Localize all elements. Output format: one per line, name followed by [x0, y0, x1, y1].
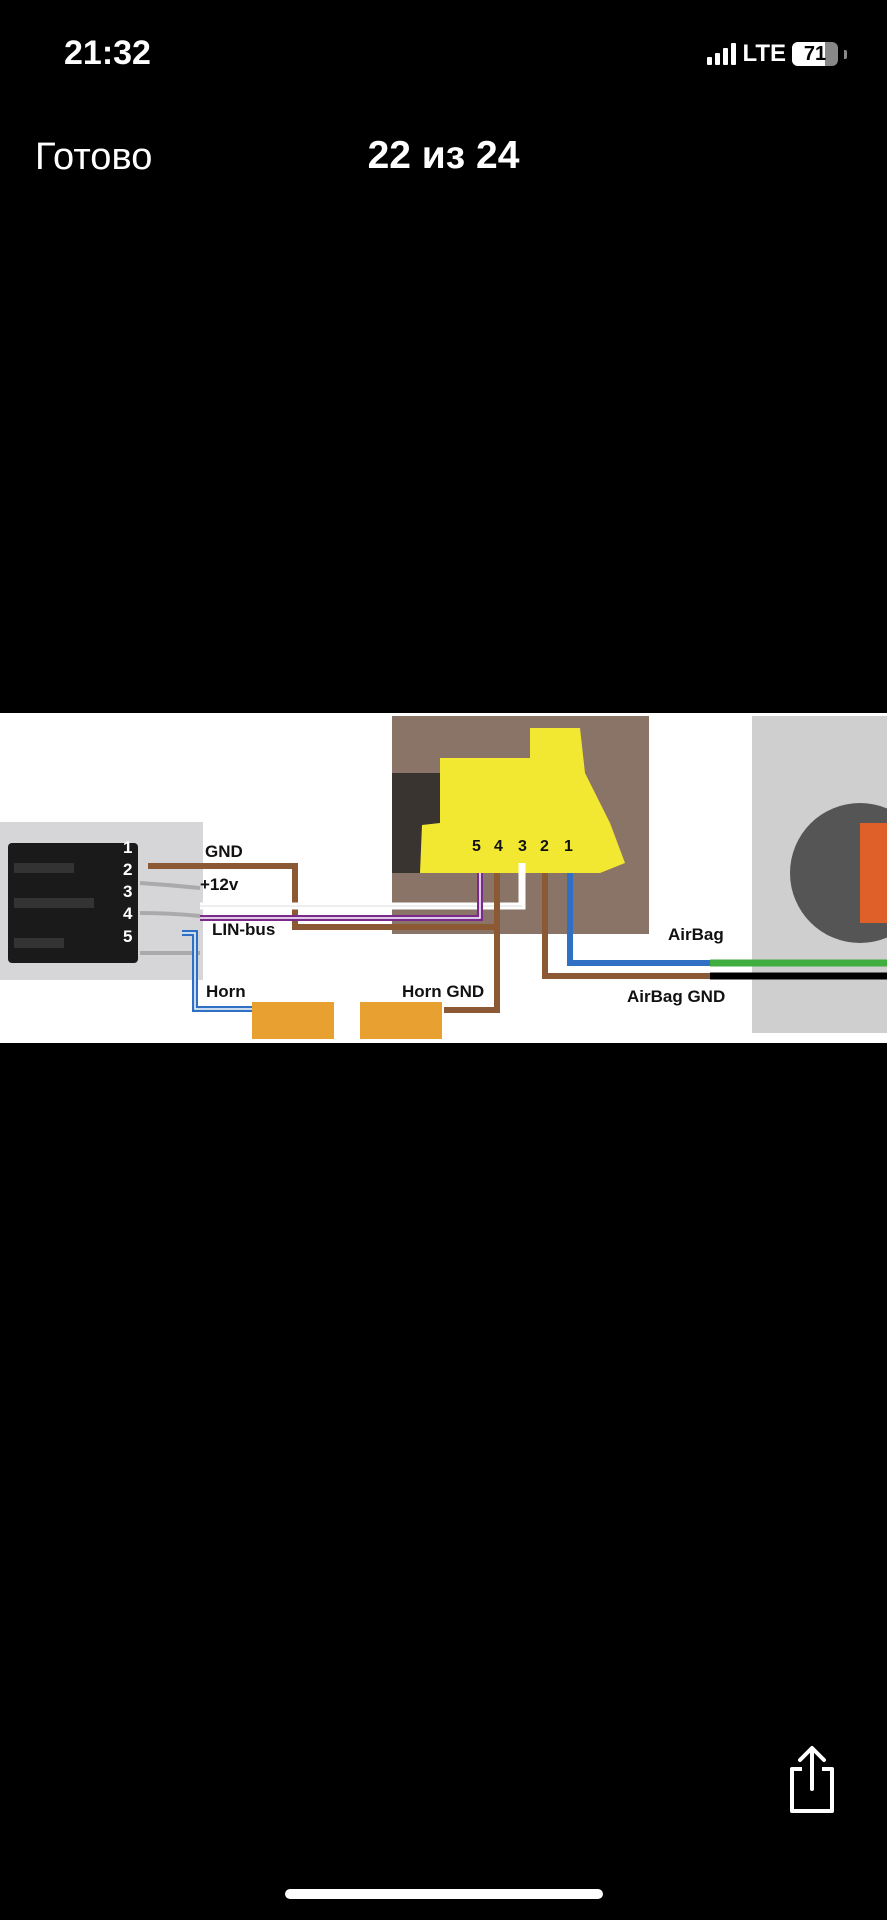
image-counter: 22 из 24 — [367, 134, 520, 177]
diagram-shape: 5 4 3 2 1 — [472, 838, 573, 855]
horn-contact-1 — [252, 1002, 334, 1039]
diagram-shape — [542, 873, 710, 979]
diagram-shape — [200, 873, 481, 919]
share-icon[interactable] — [784, 1745, 840, 1815]
diagram-shape — [860, 823, 887, 923]
label-lin-bus: LIN-bus — [212, 920, 275, 939]
right-pin-4: 4 — [494, 838, 503, 855]
home-indicator[interactable] — [285, 1889, 603, 1899]
label-airbag: AirBag — [668, 925, 724, 944]
wiring-diagram-image: 1 2 3 4 5 5 4 3 2 1 GND +12v LIN-bus Hor… — [0, 713, 887, 1043]
battery-level: 71 — [803, 43, 827, 65]
yellow-connector — [420, 728, 625, 873]
diagram-shape: GND +12v LIN-bus Horn Horn GND AirBag Ai… — [200, 842, 725, 1006]
diagram-shape — [14, 863, 74, 873]
diagram-shape: 1 2 3 4 5 — [123, 838, 133, 946]
diagram-shape — [14, 898, 94, 908]
done-button[interactable]: Готово — [35, 136, 153, 178]
diagram-shape — [444, 873, 500, 1013]
right-pin-2: 2 — [540, 838, 549, 855]
signal-icon — [707, 43, 737, 65]
left-pin-5: 5 — [123, 927, 132, 946]
diagram-shape — [148, 863, 497, 930]
diagram-shape — [567, 873, 710, 966]
label-12v: +12v — [200, 875, 239, 894]
label-airbag-gnd: AirBag GND — [627, 987, 725, 1006]
left-pin-3: 3 — [123, 882, 132, 901]
status-indicators: LTE 71 — [707, 40, 847, 68]
label-gnd: GND — [205, 842, 243, 861]
right-pin-5: 5 — [472, 838, 481, 855]
right-pin-3: 3 — [518, 838, 527, 855]
horn-contact-2 — [360, 1002, 442, 1039]
left-pin-4: 4 — [123, 904, 133, 923]
battery-icon: 71 — [792, 42, 838, 66]
diagram-shape — [182, 932, 252, 1010]
label-horn-gnd: Horn GND — [402, 982, 484, 1001]
right-pin-1: 1 — [564, 838, 573, 855]
diagram-shape — [14, 938, 64, 948]
network-type: LTE — [742, 40, 786, 67]
left-pin-2: 2 — [123, 860, 132, 879]
status-time: 21:32 — [64, 34, 151, 72]
label-horn: Horn — [206, 982, 246, 1001]
left-pin-1: 1 — [123, 838, 132, 857]
